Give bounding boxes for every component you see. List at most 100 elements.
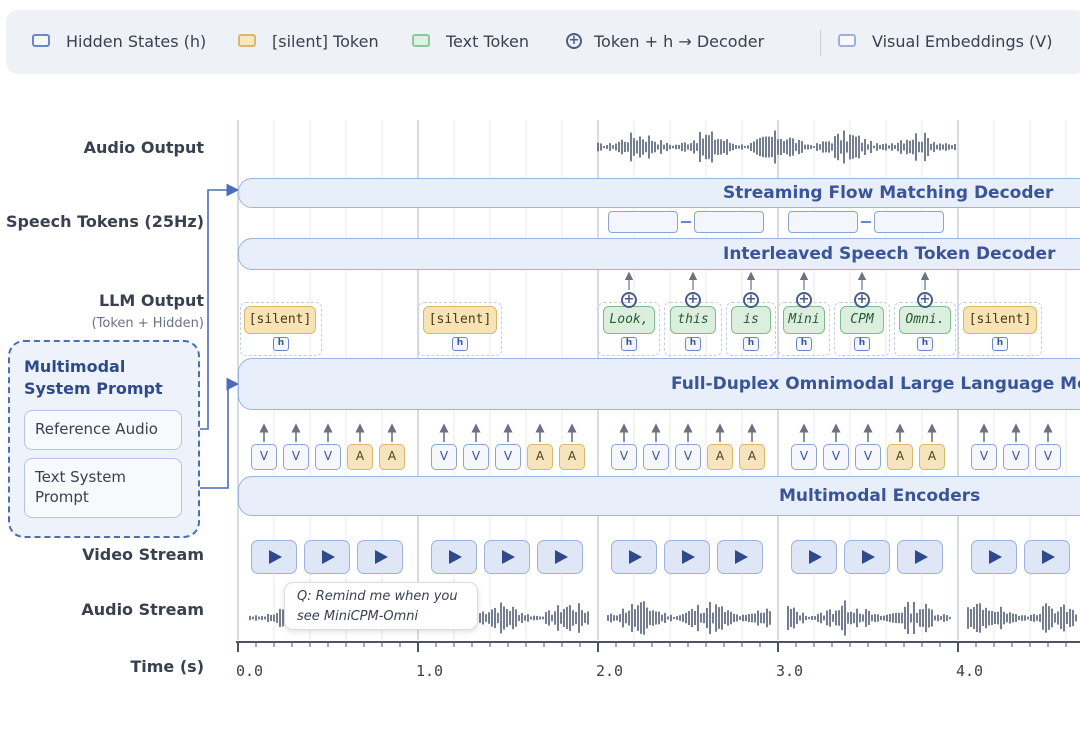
llm-output-group <box>240 302 322 356</box>
multimodal-encoders-band: Multimodal Encoders <box>238 476 1080 516</box>
llm-token-text: CPM <box>840 306 884 334</box>
hidden-state-chip: h <box>917 337 933 351</box>
play-icon <box>611 540 657 574</box>
band-label: Multimodal Encoders <box>779 486 981 506</box>
llm-token-text: Look, <box>603 306 655 334</box>
speech-token-dash <box>861 221 871 223</box>
visual-embedding-token: V <box>495 444 521 470</box>
visual-embedding-token: V <box>283 444 309 470</box>
legend-silent-token: [silent] Token <box>238 32 379 52</box>
visual-embedding-token: V <box>611 444 637 470</box>
band-label: Streaming Flow Matching Decoder <box>723 183 1054 203</box>
hidden-state-chip: h <box>854 337 870 351</box>
play-icon <box>1024 540 1070 574</box>
audio-token: A <box>739 444 765 470</box>
time-tick-label: 4.0 <box>956 662 984 680</box>
reference-audio-box: Reference Audio <box>24 410 182 450</box>
system-prompt-title: Multimodal System Prompt <box>24 357 163 398</box>
speech-token-chunk <box>608 211 678 233</box>
circle-plus-icon: + <box>743 292 759 308</box>
circle-plus-icon: + <box>566 33 582 49</box>
audio-token: A <box>527 444 553 470</box>
hidden-state-chip: h <box>621 337 637 351</box>
speech-token-chunk <box>788 211 858 233</box>
audio-token: A <box>707 444 733 470</box>
silent-token-swatch <box>238 34 256 47</box>
play-icon <box>431 540 477 574</box>
hidden-state-chip: h <box>743 337 759 351</box>
play-icon <box>971 540 1017 574</box>
visual-embedding-token: V <box>463 444 489 470</box>
legend-label: [silent] Token <box>272 32 379 51</box>
row-label-speech-tokens: Speech Tokens (25Hz) <box>5 212 204 231</box>
play-icon <box>664 540 710 574</box>
play-icon <box>897 540 943 574</box>
row-label-audio-stream: Audio Stream <box>81 600 204 619</box>
play-icon <box>357 540 403 574</box>
audio-token: A <box>347 444 373 470</box>
legend-token-decoder: + Token + h → Decoder <box>566 32 764 52</box>
llm-token-text: this <box>670 306 716 334</box>
llm-token-text: is <box>731 306 771 334</box>
hidden-state-chip: h <box>796 337 812 351</box>
legend-visual-embeddings: Visual Embeddings (V) <box>838 32 1052 52</box>
circle-plus-icon: + <box>796 292 812 308</box>
time-tick-label: 3.0 <box>776 662 804 680</box>
legend-label: Text Token <box>446 32 529 51</box>
row-sublabel-llm-output: (Token + Hidden) <box>91 316 204 331</box>
visual-embedding-token: V <box>1003 444 1029 470</box>
time-tick-label: 2.0 <box>596 662 624 680</box>
visual-embedding-token: V <box>1035 444 1061 470</box>
play-icon <box>844 540 890 574</box>
flow-matching-decoder-band: Streaming Flow Matching Decoder <box>238 178 1080 208</box>
audio-token: A <box>887 444 913 470</box>
query-bubble: Q: Remind me when you see MiniCPM-Omni <box>284 582 478 630</box>
visual-embedding-token: V <box>791 444 817 470</box>
play-icon <box>791 540 837 574</box>
row-label-audio-output: Audio Output <box>83 138 204 157</box>
visual-embedding-token: V <box>251 444 277 470</box>
legend-label: Visual Embeddings (V) <box>872 32 1053 51</box>
hidden-state-chip: h <box>685 337 701 351</box>
llm-token-text: Mini <box>783 306 825 334</box>
visual-embedding-token: V <box>855 444 881 470</box>
circle-plus-icon: + <box>854 292 870 308</box>
llm-token-silent: [silent] <box>963 306 1037 334</box>
speech-token-chunk <box>874 211 944 233</box>
text-token-swatch <box>412 34 430 47</box>
speech-token-chunk <box>694 211 764 233</box>
llm-token-silent: [silent] <box>423 306 497 334</box>
hidden-states-swatch <box>32 34 50 47</box>
row-label-time: Time (s) <box>130 657 204 676</box>
legend-hidden-states: Hidden States (h) <box>32 32 206 52</box>
llm-output-group <box>958 302 1042 356</box>
band-label: Full-Duplex Omnimodal Large Language Mod… <box>671 374 1080 394</box>
speech-token-decoder-band: Interleaved Speech Token Decoder <box>238 238 1080 270</box>
text-prompt-connector <box>180 377 240 489</box>
legend-label: Hidden States (h) <box>66 32 207 51</box>
hidden-state-chip: h <box>452 337 468 351</box>
play-icon <box>717 540 763 574</box>
text-system-prompt-box: Text System Prompt <box>24 458 182 518</box>
multimodal-system-prompt: Multimodal System Prompt Reference Audio… <box>8 340 200 538</box>
omnimodal-llm-band: Full-Duplex Omnimodal Large Language Mod… <box>238 358 1080 410</box>
llm-output-group <box>418 302 502 356</box>
time-tick-label: 0.0 <box>236 662 264 680</box>
audio-token: A <box>559 444 585 470</box>
legend-divider <box>820 30 821 56</box>
audio-token: A <box>379 444 405 470</box>
circle-plus-icon: + <box>685 292 701 308</box>
llm-token-silent: [silent] <box>244 306 316 334</box>
time-tick-label: 1.0 <box>416 662 444 680</box>
play-icon <box>304 540 350 574</box>
play-icon <box>251 540 297 574</box>
speech-token-dash <box>681 221 691 223</box>
legend-text-token: Text Token <box>412 32 529 52</box>
visual-embedding-token: V <box>431 444 457 470</box>
llm-token-text: Omni. <box>899 306 951 334</box>
hidden-state-chip: h <box>273 337 289 351</box>
legend-label: Token + h → Decoder <box>594 32 765 51</box>
row-label-video-stream: Video Stream <box>82 545 204 564</box>
hidden-state-chip: h <box>992 337 1008 351</box>
visual-embedding-token: V <box>823 444 849 470</box>
